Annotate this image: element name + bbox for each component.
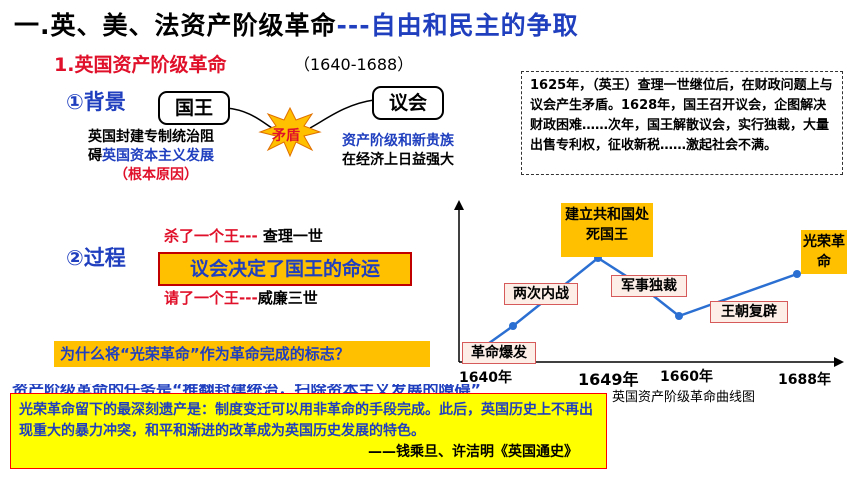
kill-king-a: 杀了一个王--- [164,227,258,245]
x-tick-label-2: 1660年 [660,369,713,385]
background-right-line1: 资产阶级和新贵族 [342,133,454,149]
kill-king-b: 查理一世 [262,227,323,245]
kill-king-line: 杀了一个王--- 查理一世 [164,225,323,246]
invite-king-a: 请了一个王--- [164,289,258,307]
background-label: ①背景 [66,90,126,114]
background-right-line2: 在经济上日益强大 [342,152,454,168]
invite-king-b: 威廉三世 [257,289,318,307]
x-tick-label-3: 1688年 [778,372,831,388]
year-range: （1640-1688） [294,55,414,74]
x-tick-label-0: 1640年 [459,370,512,386]
x-axis-arrow-icon [834,357,844,367]
background-left-line2: 碍英国资本主义发展 [88,147,214,166]
parliament-decides-box: 议会决定了国王的命运 [158,252,412,286]
root-cause-note: （根本原因） [114,167,198,183]
king-connector [225,107,273,129]
background-left-line2-b: 英国资本主义发展 [102,148,214,164]
conflict-label: 矛盾 [272,128,300,144]
y-axis-arrow-icon [454,200,464,210]
process-label: ②过程 [66,246,126,270]
why-question: 为什么将“光荣革命”作为革命完成的标志？ [54,341,430,367]
background-left-line1: 英国封建专制统治阻 [88,129,214,145]
invite-king-line: 请了一个王---威廉三世 [164,287,318,308]
conflict-burst-icon [258,106,322,158]
legacy-quote-text: 光荣革命留下的最深刻遗产是：制度变迁可以用非革命的手段完成。此后，英国历史上不再… [19,402,593,439]
curve-label-5: 光荣革命 [801,230,847,274]
title-main: 一.英、美、法资产阶级革命 [14,11,337,40]
quote-box: 1625年，（英王）查理一世继位后，在财政问题上与议会产生矛盾。1628年，国王… [521,71,843,175]
x-tick-label-1: 1649年 [578,370,639,389]
curve-label-4: 王朝复辟 [710,301,788,323]
parliament-connector [309,99,375,129]
parliament-box: 议会 [372,86,444,120]
curve-label-1: 两次内战 [504,283,578,305]
curve-point-4 [675,312,683,320]
legacy-quote-box: 光荣革命留下的最深刻遗产是：制度变迁可以用非革命的手段完成。此后，英国历史上不再… [10,393,607,469]
chart-title: 英国资产阶级革命曲线图 [612,390,756,405]
page-title: 一.英、美、法资产阶级革命---自由和民主的争取 [14,6,579,42]
curve-label-0: 革命爆发 [462,342,536,364]
curve-point-1 [509,322,517,330]
section-subtitle: 1.英国资产阶级革命 [54,54,227,76]
legacy-quote-source: ——钱乘旦、许洁明《英国通史》 [368,444,578,460]
revolution-curve-line [470,256,798,358]
curve-point-5 [793,270,801,278]
king-box: 国王 [158,91,230,125]
curve-label-3: 军事独裁 [611,275,687,297]
title-sub: ---自由和民主的争取 [336,11,579,40]
background-left-line2-a: 碍 [88,148,102,164]
curve-label-2: 建立共和国处死国王 [561,203,653,257]
